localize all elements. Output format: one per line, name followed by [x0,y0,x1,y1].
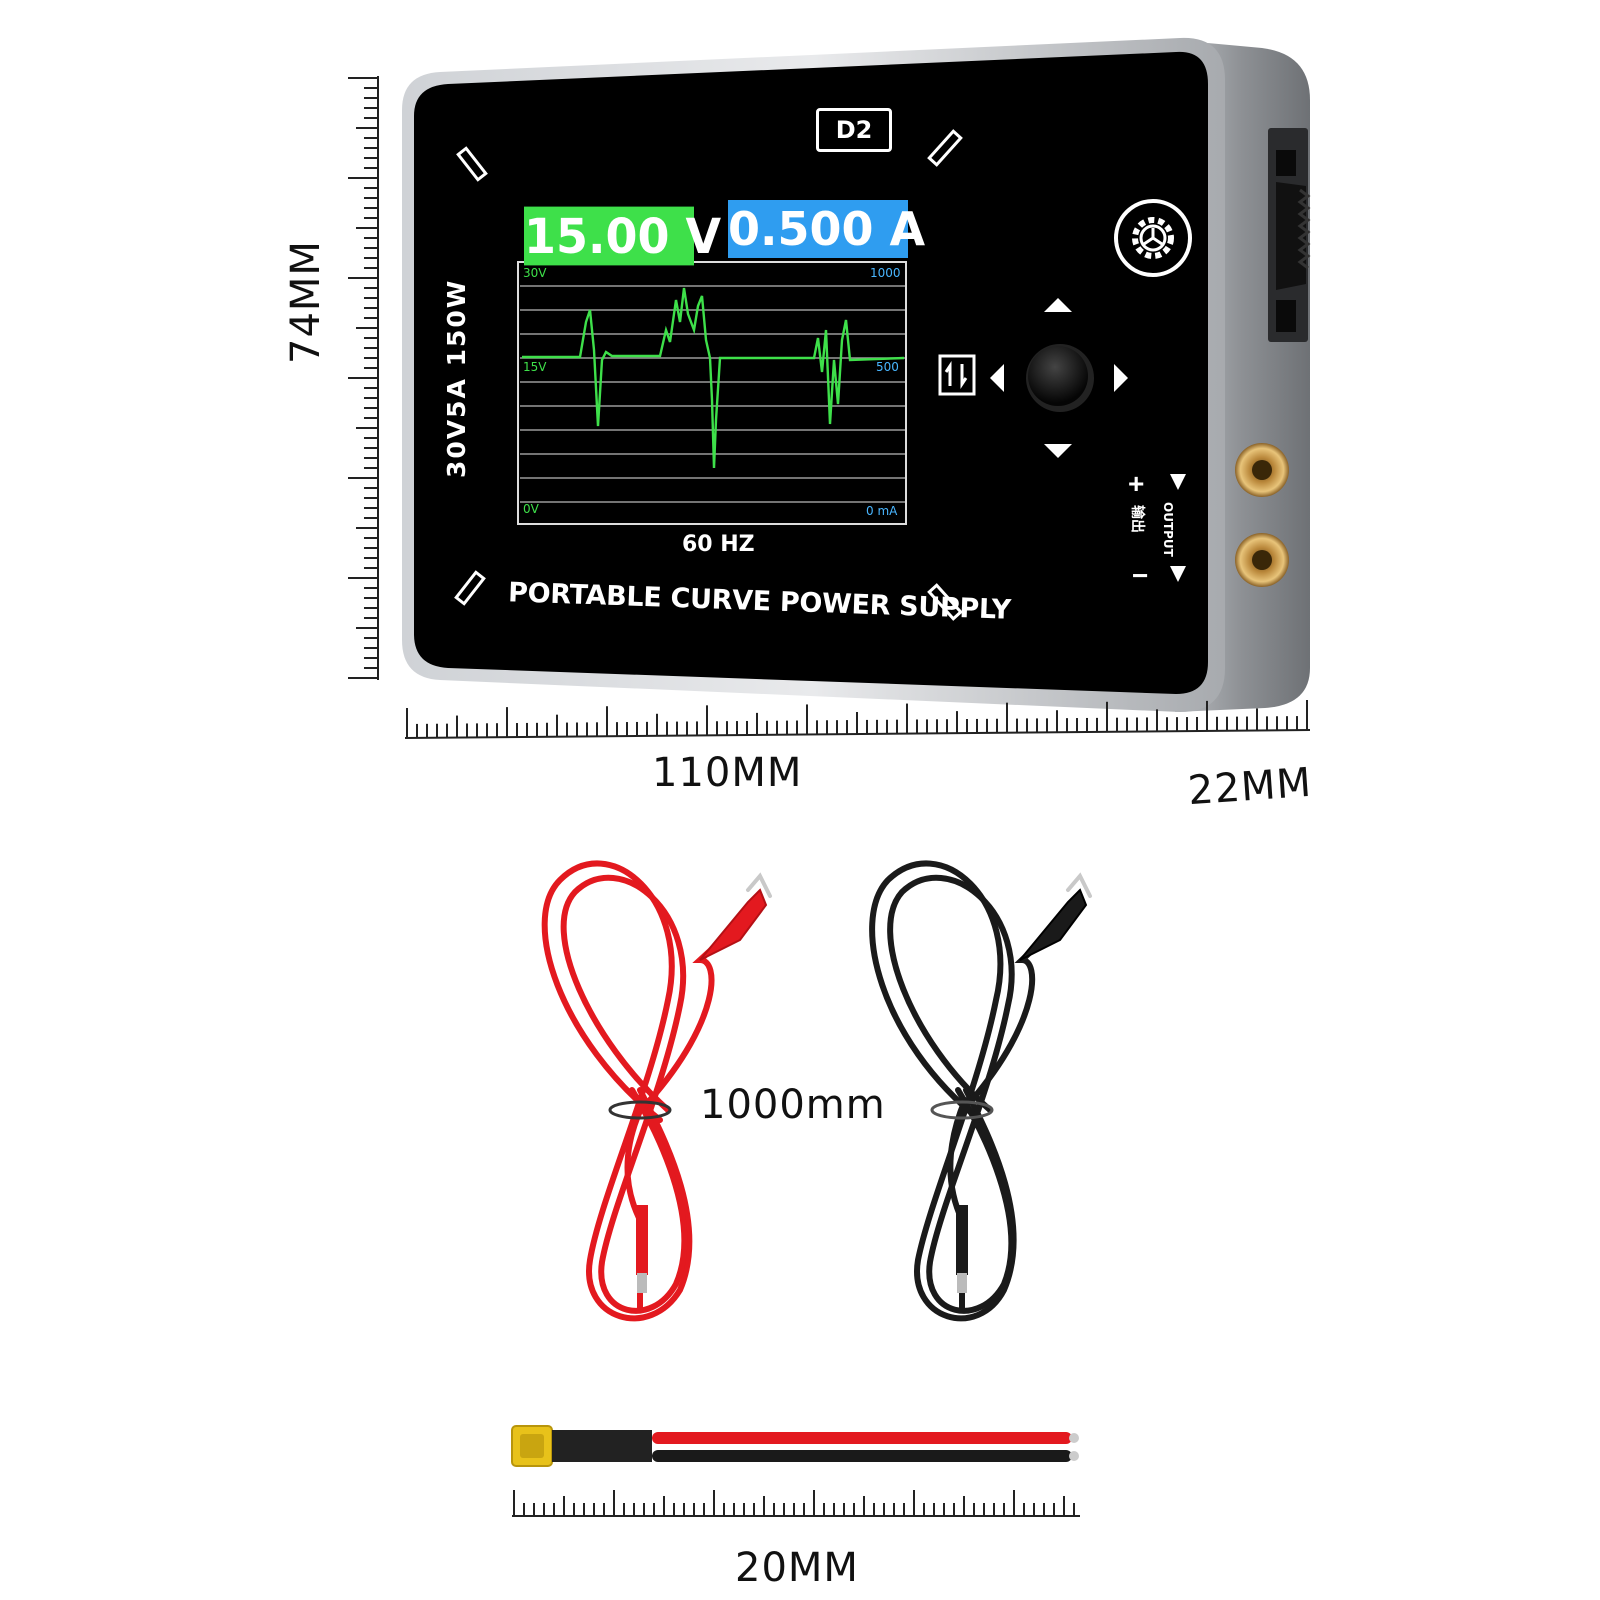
red-test-lead [541,860,772,1322]
graph-label-0v: 0V [523,502,539,516]
side-wheel[interactable] [1276,182,1311,290]
graph-label-500: 500 [876,360,899,374]
side-port [1268,128,1311,342]
output-label-cn: 输出 [1129,505,1145,533]
output-arrow-negative [1170,566,1186,582]
swap-icon [944,361,968,389]
screen-graph [517,261,907,525]
black-test-lead [869,860,1092,1322]
output-terminal-positive[interactable] [1235,443,1289,497]
voltage-reading: 15.00 V [524,206,722,266]
connector-length-label: 20MM [735,1545,859,1591]
corner-decorations [454,129,963,621]
cable-length-label: 1000mm [700,1082,886,1128]
voltage-curve [522,287,905,469]
arrow-right-icon[interactable] [1114,364,1128,392]
swap-button[interactable] [938,354,976,396]
black-wire [652,1450,1072,1462]
frequency-label: 60 HZ [682,532,755,557]
joystick-knob[interactable] [1028,346,1088,406]
graph-label-0ma: 0 mA [866,504,898,518]
current-reading: 0.500 A [728,200,926,258]
depth-dimension-label: 22MM [1186,759,1314,815]
navigation-pad[interactable] [990,298,1128,458]
graph-label-30v: 30V [523,266,547,280]
graph-label-1000: 1000 [870,266,901,280]
ruler-bottom [512,1490,1080,1517]
red-wire [652,1432,1072,1444]
spec-label: 30V5A 150W [442,278,471,478]
gear-icon [1132,217,1174,259]
xt-connector-cable [511,1425,1079,1467]
height-dimension-label: 74MM [283,240,329,364]
output-arrow-positive [1170,474,1186,490]
output-label-en: OUTPUT [1161,502,1175,557]
arrow-up-icon[interactable] [1044,298,1072,312]
arrow-down-icon[interactable] [1044,444,1072,458]
output-terminal-negative[interactable] [1235,533,1289,587]
width-dimension-label: 110MM [652,750,803,796]
model-badge: D2 [816,108,892,152]
negative-sign: − [1132,560,1149,591]
ruler-vertical [348,76,379,680]
positive-sign: + [1128,468,1145,499]
arrow-left-icon[interactable] [990,364,1004,392]
settings-button[interactable] [1114,199,1192,277]
graph-label-15v: 15V [523,360,547,374]
ruler-horizontal [404,700,1311,739]
